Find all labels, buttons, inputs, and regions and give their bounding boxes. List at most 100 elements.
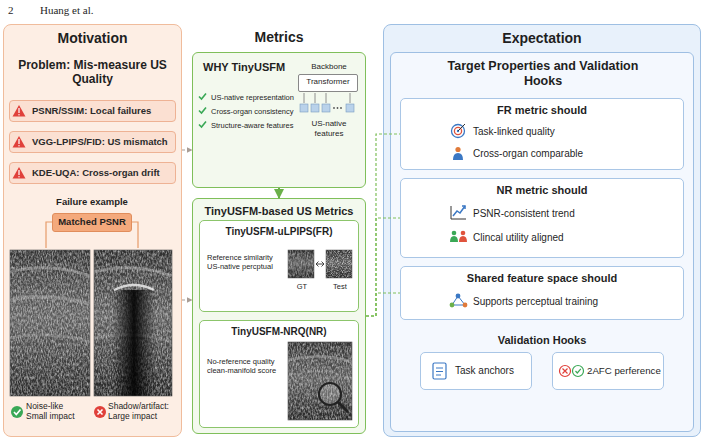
clinical-utility-icon [450, 231, 467, 242]
connector [182, 149, 192, 150]
path-shape [13, 105, 26, 117]
text-slot: Test [325, 282, 355, 291]
connector [366, 218, 400, 316]
cross-icon [94, 406, 106, 418]
rect-shape [288, 342, 352, 420]
text-slot: Shadow/artifact: Large impact [108, 401, 181, 421]
rect-shape [322, 104, 330, 112]
text-slot: KDE-UQA: Cross-organ drift [32, 167, 170, 178]
circle-shape [94, 406, 106, 418]
circle-shape [463, 303, 468, 308]
check-icon [11, 406, 23, 418]
warning-icon [13, 136, 26, 148]
rect-shape [18, 139, 19, 144]
rect-shape [433, 363, 446, 379]
compare-arrow [316, 262, 324, 267]
problem-box: KDE-UQA: Cross-organ drift [9, 162, 176, 184]
path-shape [459, 236, 467, 242]
rect-shape [94, 250, 172, 396]
node-text: Structure-aware features [211, 121, 297, 130]
path-shape [288, 356, 352, 362]
path-shape [563, 369, 568, 374]
path-shape [462, 206, 465, 209]
path-shape [13, 167, 26, 179]
node-heading: 2AFC perference [587, 365, 661, 377]
image-frame [94, 250, 172, 396]
node-heading: PSNR/SSIM: Local failures [32, 105, 170, 116]
text-slot: Metrics [229, 29, 329, 46]
text-slot: US-native representation [211, 93, 297, 102]
node-text: Validation Hooks [391, 334, 693, 347]
rect-shape [10, 250, 90, 396]
node-heading: Shared feature space should [401, 272, 683, 285]
circle-shape [340, 107, 342, 109]
path-shape [453, 153, 463, 160]
check-mark [199, 108, 206, 114]
rect-shape [94, 250, 172, 396]
text-slot: Task-linked quality [473, 126, 678, 138]
node-text: No-reference quality clean-manifold scor… [207, 357, 287, 375]
node-heading: Motivation [4, 30, 181, 47]
circle-shape [560, 366, 571, 377]
node-heading: KDE-UQA: Cross-organ drift [32, 167, 170, 178]
node-text: Backbone [299, 62, 359, 72]
node-text: Problem: Mis-measure US Quality [10, 58, 175, 87]
rect-shape [18, 108, 19, 113]
connector [366, 134, 400, 316]
rect-shape [300, 104, 308, 112]
image-frame [10, 250, 90, 396]
warning-icon [13, 167, 26, 179]
text-slot: 2AFC perference [587, 365, 661, 377]
matched-psnr-box: Matched PSNR [52, 213, 132, 232]
property-box: NR metric shouldPSNR-consistent trendCli… [400, 178, 684, 258]
text-slot: Task anchors [455, 365, 529, 377]
image-caption: Shadow/artifact: Large impact [108, 401, 181, 421]
path-shape [13, 136, 26, 148]
text-slot: US-native features [296, 119, 362, 138]
text-slot: Matched PSNR [53, 216, 131, 227]
text-slot: TinyUSFM-uLPIPS(FR) [200, 226, 358, 238]
node-text: US-native features [296, 119, 362, 138]
circle-shape [461, 231, 466, 236]
text-slot: Backbone [299, 62, 359, 72]
circle-shape [333, 107, 335, 109]
text-slot: TinyUSFM-NRQ(NR) [200, 326, 358, 338]
text-slot: Noise-like Small impact [26, 401, 82, 421]
running-header: Huang et al. [40, 4, 93, 17]
text-slot: Structure-aware features [211, 121, 297, 130]
node-text: US-native representation [211, 93, 297, 102]
connector [366, 293, 400, 316]
circle-shape [18, 176, 19, 177]
circle-shape [11, 406, 23, 418]
2afc-preference-icon [560, 366, 584, 377]
ultrasound-thumbnail [288, 250, 314, 278]
text-slot: Clincal utility aligned [473, 232, 678, 244]
bracket-line [46, 222, 138, 248]
path-shape [436, 368, 443, 375]
trend-chart-icon [451, 206, 466, 219]
text-slot: Huang et al. [40, 4, 93, 17]
node-heading: VGG-LPIPS/FID: US mismatch [32, 136, 170, 147]
rect-shape [288, 250, 314, 278]
node-heading: NR metric should [401, 184, 683, 197]
ultrasound-thumbnail [326, 250, 352, 278]
text-slot: Reference similarity US-native percptual [207, 253, 285, 271]
path-shape [450, 236, 458, 242]
warning-icon [13, 105, 26, 117]
text-slot: Cross-organ consistency [211, 107, 297, 116]
node-text: Cross-organ consistency [211, 107, 297, 116]
feature-tokens [300, 93, 354, 112]
text-slot: VGG-LPIPS/FID: US mismatch [32, 136, 170, 147]
ultrasound-image [288, 342, 352, 420]
path-shape [14, 409, 21, 414]
text-slot: No-reference quality clean-manifold scor… [207, 357, 287, 375]
node-text: Clincal utility aligned [473, 232, 678, 244]
node-text: Supports perceptual training [473, 296, 678, 308]
text-slot: Problem: Mis-measure US Quality [10, 58, 175, 87]
node-heading: FR metric should [401, 104, 683, 117]
circle-shape [452, 125, 465, 138]
rect-shape [326, 250, 352, 278]
property-box: Shared feature space shouldSupports perc… [400, 266, 684, 320]
rect-shape [10, 250, 90, 396]
